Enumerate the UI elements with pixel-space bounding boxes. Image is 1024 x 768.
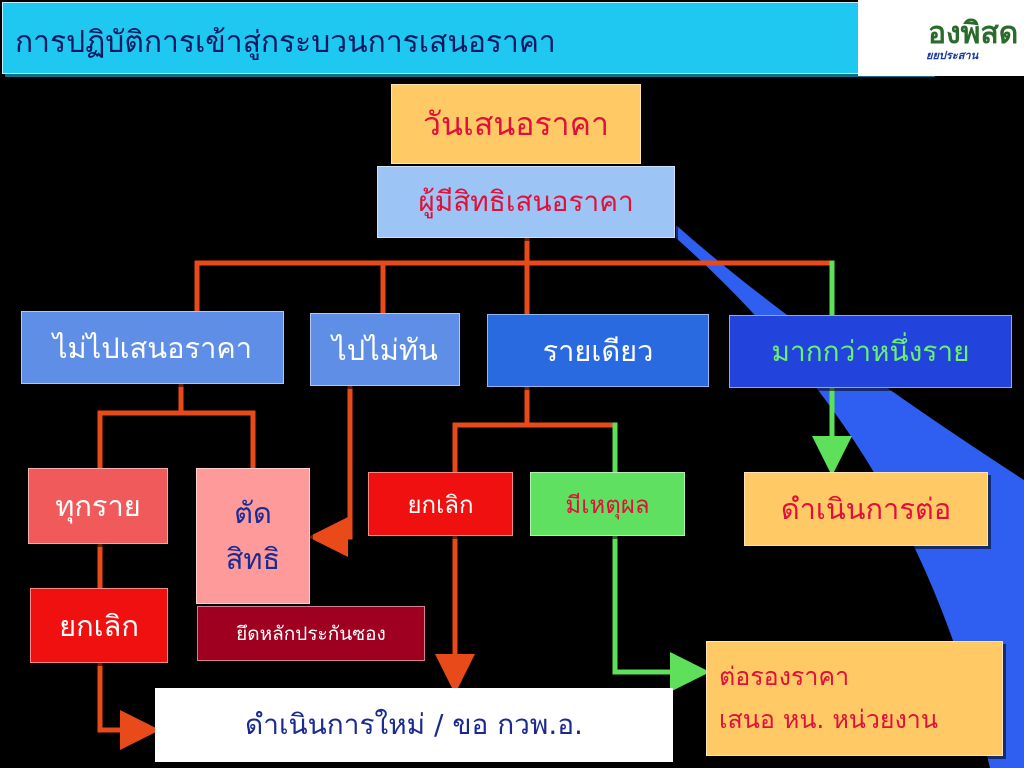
node-revoke-line1: ตัด bbox=[234, 495, 272, 530]
slide-title: การปฏิบัติการเข้าสู่กระบวนการเสนอราคา bbox=[15, 25, 556, 60]
node-proceed-label: ดำเนินการต่อ bbox=[780, 492, 952, 526]
node-redo-label: ดำเนินการใหม่ / ขอ กวพ.อ. bbox=[245, 708, 583, 741]
node-negotiate-line1: ต่อรองราคา bbox=[719, 662, 850, 691]
node-multiple-label: มากกว่าหนึ่งราย bbox=[771, 334, 970, 368]
title-bar: การปฏิบัติการเข้าสู่กระบวนการเสนอราคา bbox=[2, 2, 932, 74]
logo-text: องพิสด bbox=[928, 16, 1019, 51]
node-bid-day: วันเสนอราคา bbox=[391, 84, 641, 164]
node-late-label: ไปไม่ทัน bbox=[332, 332, 438, 367]
node-negotiate-line2: เสนอ หน. หน่วยงาน bbox=[719, 704, 938, 734]
node-eligible-bidders-label: ผู้มีสิทธิเสนอราคา bbox=[418, 185, 634, 218]
node-seize-guarantee: ยึดหลักประกันซอง bbox=[197, 606, 425, 661]
logo-subtext: ยยประสาน bbox=[926, 49, 979, 62]
node-cancel-all: ยกเลิก bbox=[30, 588, 168, 663]
node-reasonable-label: มีเหตุผล bbox=[565, 490, 650, 519]
node-reasonable: มีเหตุผล bbox=[530, 472, 685, 536]
node-no-show: ไม่ไปเสนอราคา bbox=[21, 311, 284, 384]
node-revoke-rights: ตัด สิทธิ bbox=[196, 468, 310, 604]
node-single-label: รายเดียว bbox=[542, 333, 654, 368]
node-cancel-all-label: ยกเลิก bbox=[59, 608, 139, 643]
node-redo: ดำเนินการใหม่ / ขอ กวพ.อ. bbox=[155, 688, 673, 762]
node-cancel-single: ยกเลิก bbox=[368, 472, 513, 536]
node-single: รายเดียว bbox=[487, 314, 709, 387]
node-cancel-single-label: ยกเลิก bbox=[407, 490, 474, 519]
node-eligible-bidders: ผู้มีสิทธิเสนอราคา bbox=[377, 166, 675, 238]
node-multiple: มากกว่าหนึ่งราย bbox=[729, 315, 1012, 388]
node-proceed: ดำเนินการต่อ bbox=[744, 472, 988, 546]
node-all-bidders-label: ทุกราย bbox=[55, 489, 141, 523]
logo: องพิสด ยยประสาน bbox=[858, 0, 1024, 76]
node-seize-guarantee-label: ยึดหลักประกันซอง bbox=[236, 622, 386, 645]
node-late: ไปไม่ทัน bbox=[310, 313, 460, 386]
node-no-show-label: ไม่ไปเสนอราคา bbox=[52, 330, 253, 365]
node-bid-day-label: วันเสนอราคา bbox=[423, 104, 609, 143]
node-all-bidders: ทุกราย bbox=[28, 468, 168, 544]
node-revoke-line2: สิทธิ bbox=[225, 542, 281, 576]
node-negotiate: ต่อรองราคา เสนอ หน. หน่วยงาน bbox=[706, 641, 1003, 756]
